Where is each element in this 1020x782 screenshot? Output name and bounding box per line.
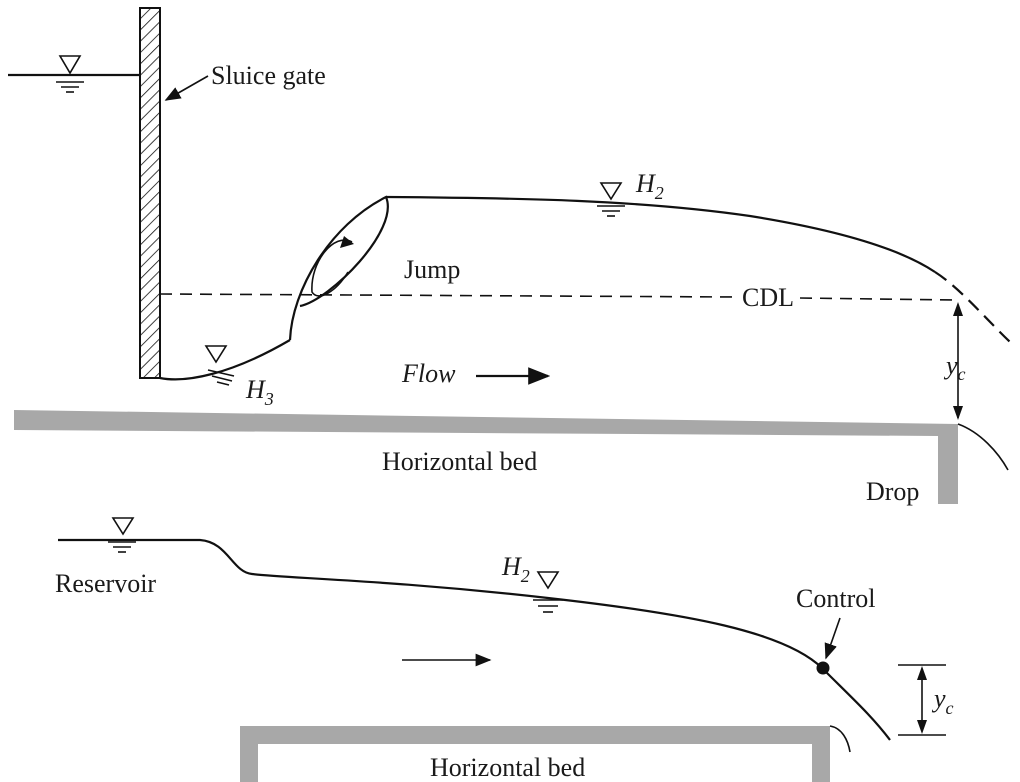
h2-label-bottom: H2 — [501, 552, 530, 586]
jump-eddy-arrowhead — [340, 236, 354, 248]
drop-label: Drop — [866, 477, 919, 506]
control-pointer — [824, 617, 841, 660]
h2-water-level-symbol — [597, 182, 625, 217]
flow-label: Flow — [401, 359, 456, 388]
h2-label: H2 — [635, 169, 664, 203]
yc-arrow-top — [953, 302, 963, 316]
bed-edge-nappe — [829, 725, 851, 753]
cdl-label: CDL — [742, 283, 794, 312]
sluice-gate-label: Sluice gate — [211, 61, 326, 90]
bottom-diagram: Reservoir H2 Control yc Horizontal bed — [55, 517, 954, 782]
sluice-gate-pointer — [164, 75, 209, 101]
h2-profile-curve — [385, 195, 936, 273]
yc-label: yc — [943, 351, 966, 384]
reservoir-to-control-profile — [58, 538, 891, 741]
h3-water-level-symbol — [204, 345, 235, 386]
bed-label: Horizontal bed — [382, 447, 537, 476]
sluice-gate — [139, 7, 161, 379]
h3-label: H3 — [245, 375, 274, 409]
horizontal-bed-box — [240, 726, 830, 782]
hydraulic-jump-roller — [288, 195, 389, 341]
reservoir-water-level-symbol — [108, 517, 136, 553]
control-point — [816, 661, 830, 675]
h3-profile-curve — [159, 339, 291, 381]
jump-label: Jump — [404, 255, 460, 284]
yc-arrow-bottom-bottom — [917, 720, 927, 734]
critical-depth-line — [159, 293, 959, 301]
yc-label-bottom: yc — [931, 684, 954, 718]
control-label: Control — [796, 584, 875, 613]
top-diagram: Sluice gate H3 Jump H2 CDL Flow — [8, 7, 1011, 506]
h2-water-level-symbol-bottom — [533, 571, 563, 613]
jump-eddy-curve — [311, 239, 353, 297]
upstream-water-level-symbol — [56, 55, 84, 93]
h2-profile-extension — [934, 271, 1011, 343]
horizontal-bed-and-drop — [14, 410, 958, 504]
yc-arrow-bottom — [953, 406, 963, 420]
yc-arrow-top-bottom — [917, 666, 927, 680]
reservoir-label: Reservoir — [55, 569, 156, 598]
overfall-nappe — [957, 423, 1009, 471]
bed-label-bottom: Horizontal bed — [430, 753, 585, 782]
